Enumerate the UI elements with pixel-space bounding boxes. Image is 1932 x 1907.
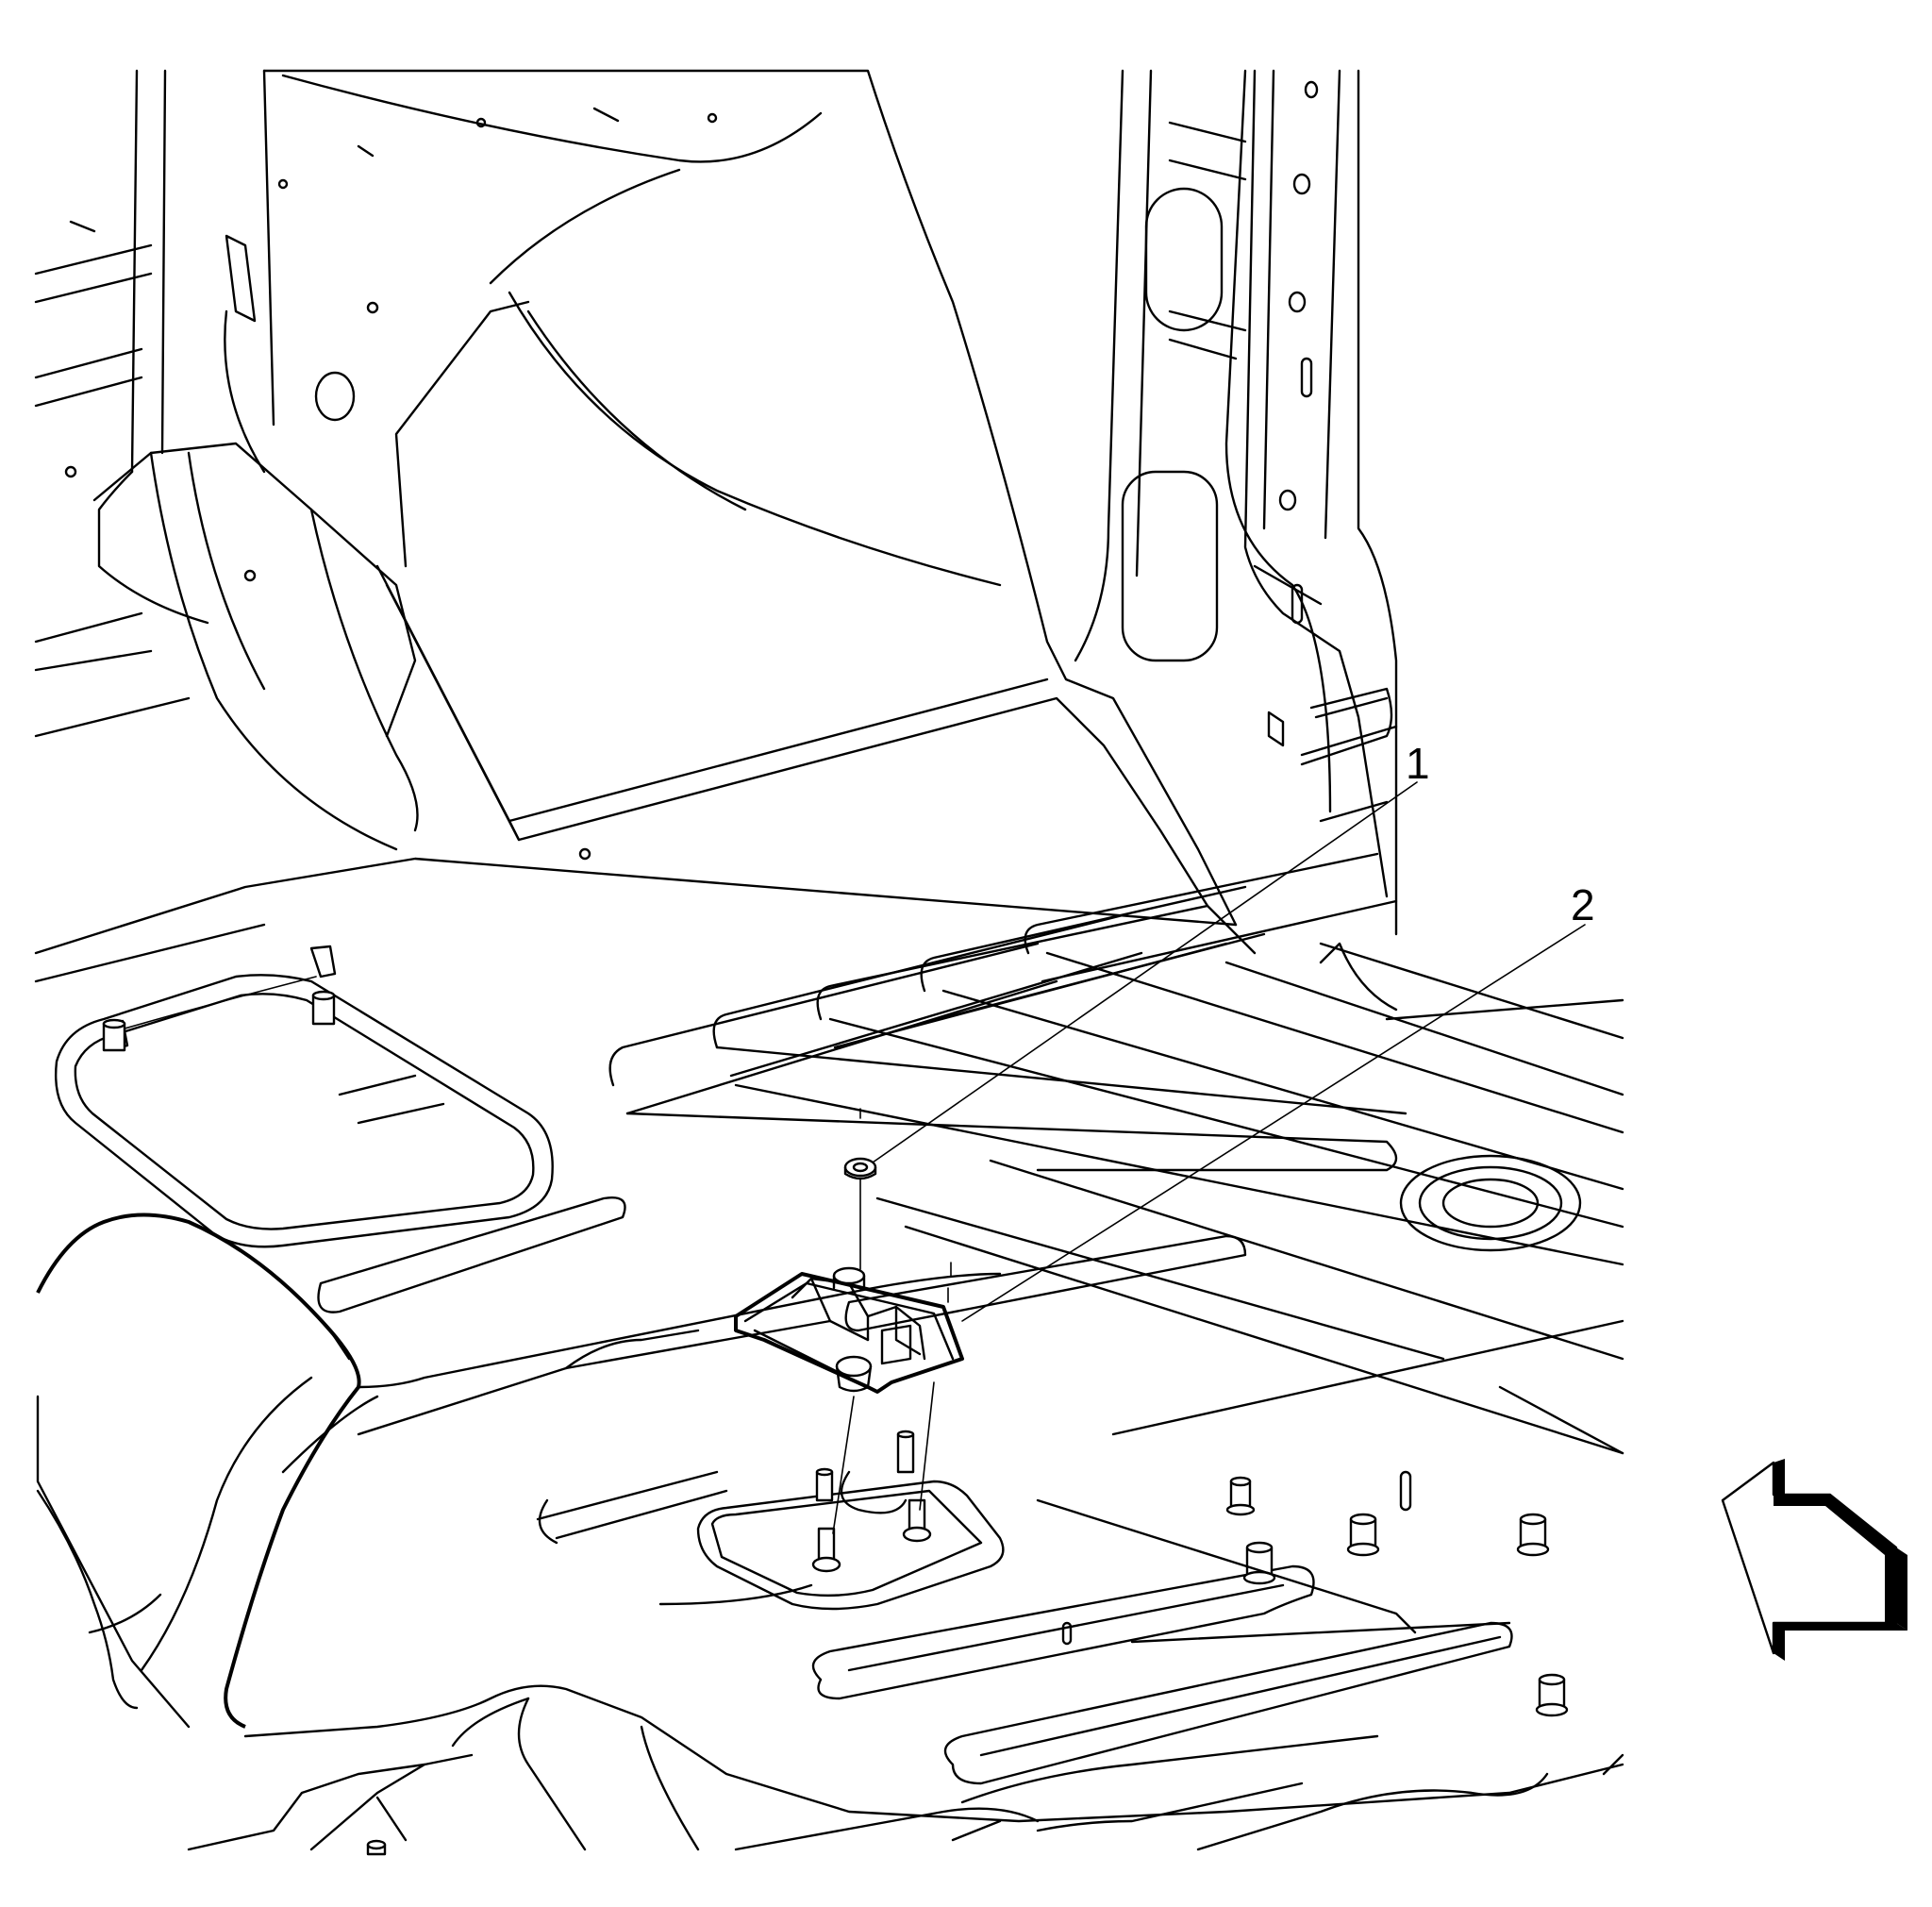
callout-label-1: 1 xyxy=(1406,739,1430,788)
stud xyxy=(1535,1673,1569,1717)
sensing-module xyxy=(734,1266,964,1394)
stud xyxy=(366,1839,387,1856)
assembly-centerlines xyxy=(832,1108,952,1534)
front-arrow-icon xyxy=(1721,1459,1907,1840)
mount-stud xyxy=(902,1498,932,1543)
right-pillar xyxy=(1074,69,1398,1012)
stud xyxy=(1346,1513,1380,1557)
rear-wall-panel xyxy=(34,69,1257,955)
front-floor-lower xyxy=(187,1234,1624,1851)
floor-drain-plug xyxy=(1399,1154,1582,1252)
stud xyxy=(102,1018,126,1052)
stud xyxy=(1242,1541,1276,1585)
floor-ribs xyxy=(34,852,1624,1455)
wheelhouse-hump xyxy=(36,1213,1002,1729)
stud xyxy=(1225,1476,1256,1516)
callout-leaders xyxy=(872,781,1586,1322)
stud xyxy=(815,1467,834,1502)
floor-studs xyxy=(102,990,1569,1856)
mount-stud xyxy=(811,1527,841,1573)
stud xyxy=(311,990,336,1026)
access-cover xyxy=(55,945,626,1313)
callout-label-2: 2 xyxy=(1571,880,1595,929)
stud xyxy=(896,1430,915,1474)
mounting-pad xyxy=(696,1430,1417,1634)
stud xyxy=(1516,1513,1550,1557)
nut xyxy=(843,1157,877,1180)
